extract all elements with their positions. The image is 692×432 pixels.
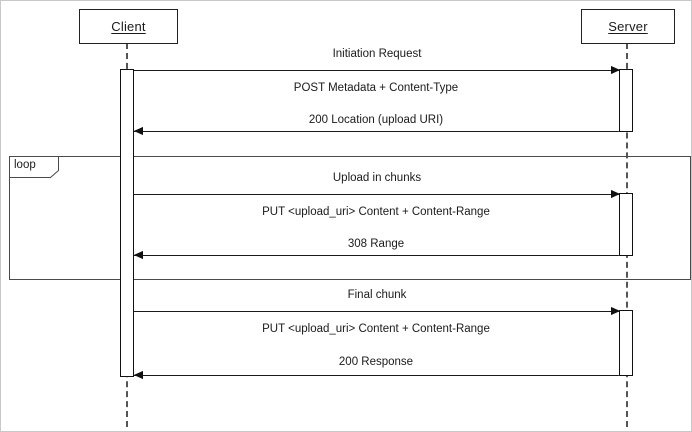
arrowhead-200-response-top [134, 371, 143, 379]
message-line-200-location[interactable] [134, 131, 618, 132]
note-upload-in-chunks: Upload in chunks [332, 172, 422, 184]
loop-fragment-tab [9, 156, 59, 178]
message-line-308-range[interactable] [134, 255, 618, 256]
activation-bar-client [120, 69, 134, 377]
arrowhead-put-final-top [611, 307, 620, 315]
arrowhead-post-metadata-top [611, 66, 620, 74]
message-line-put-chunk[interactable] [134, 194, 618, 195]
activation-bar-server-initiation [619, 69, 633, 132]
message-line-put-final[interactable] [134, 311, 618, 312]
arrowhead-308-range-top [134, 251, 143, 259]
participant-server-label: Server [608, 19, 648, 34]
loop-fragment[interactable] [9, 156, 691, 280]
message-label-308-range: 308 Range [347, 238, 405, 250]
note-final-chunk: Final chunk [347, 289, 407, 301]
arrowhead-200-location-top [134, 127, 143, 135]
message-label-200-location: 200 Location (upload URI) [308, 114, 444, 126]
message-line-200-response[interactable] [134, 375, 618, 376]
participant-client-label: Client [111, 19, 146, 34]
activation-bar-server-upload [619, 193, 633, 256]
arrowhead-put-chunk-top [611, 190, 620, 198]
participant-server[interactable]: Server [581, 9, 675, 44]
activation-bar-server-final [619, 310, 633, 376]
message-label-put-chunk: PUT <upload_uri> Content + Content-Range [262, 206, 490, 218]
message-label-post-metadata: POST Metadata + Content-Type [293, 82, 459, 94]
note-initiation-request: Initiation Request [332, 48, 422, 60]
loop-fragment-label: loop [14, 159, 36, 171]
message-line-post-metadata[interactable] [134, 70, 618, 71]
message-label-200-response: 200 Response [338, 356, 414, 368]
message-label-put-final: PUT <upload_uri> Content + Content-Range [262, 323, 490, 335]
participant-client[interactable]: Client [79, 9, 178, 44]
